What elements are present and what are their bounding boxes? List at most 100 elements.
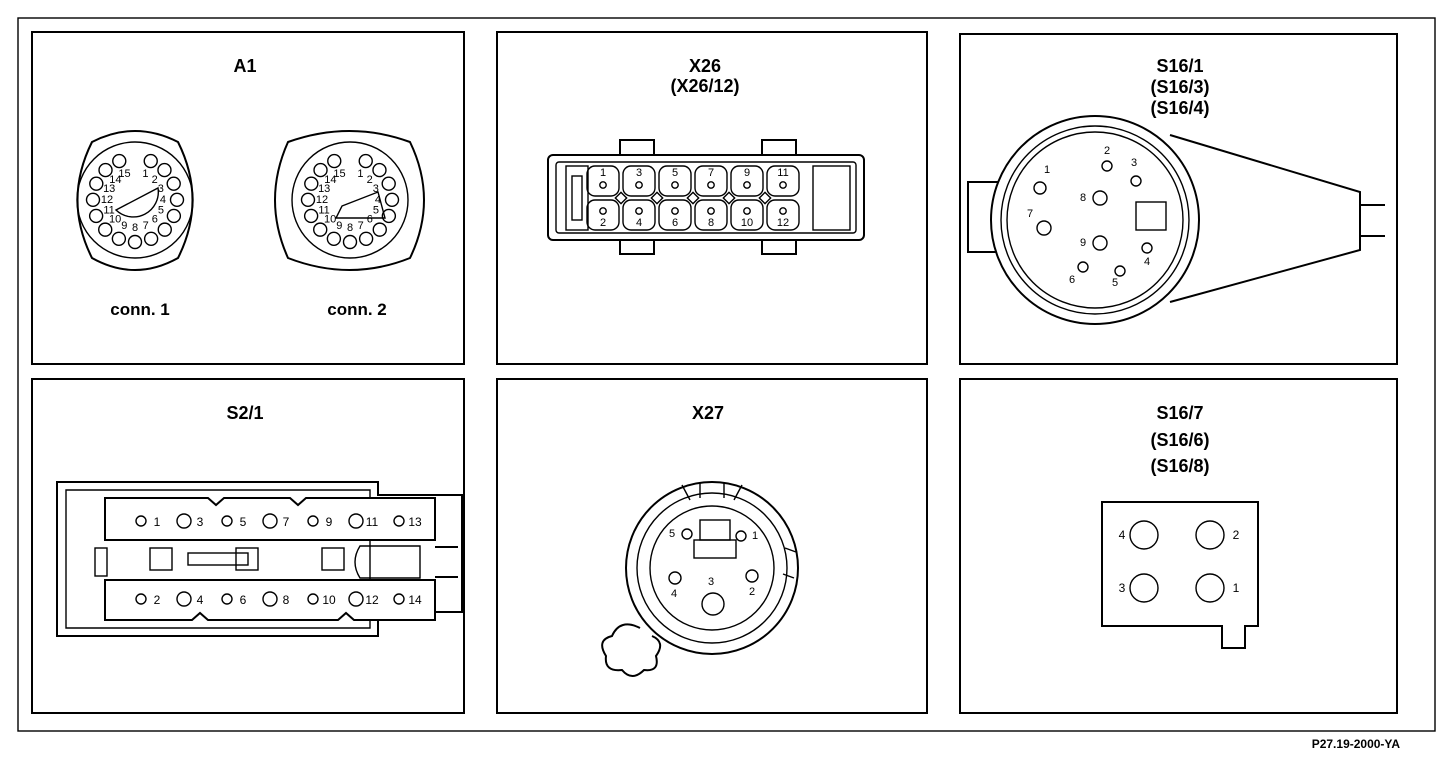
pin-socket: [300, 192, 316, 207]
pin-label: 8: [347, 222, 353, 234]
pin-label: 4: [375, 194, 381, 206]
pin-socket: [1033, 181, 1047, 195]
pin: 2: [367, 162, 387, 186]
pin: 5: [669, 528, 693, 540]
pin-label: 13: [318, 183, 330, 195]
panel-subtitle-1: (S16/6): [1150, 430, 1209, 450]
latch-marks: [681, 482, 743, 501]
pin-socket: [393, 593, 405, 605]
pin: 5: [158, 205, 182, 224]
pin: 14: [313, 162, 336, 186]
pin: 4: [375, 192, 400, 207]
pin-label: 9: [121, 220, 127, 232]
pin-label: 6: [367, 214, 373, 226]
cable-wires: [435, 546, 458, 578]
panel-frame: [31, 378, 465, 714]
pin-label: 2: [367, 174, 373, 186]
pin-socket: [348, 513, 364, 529]
connector-face: [649, 505, 775, 631]
housing-inner: [555, 161, 857, 234]
pin-socket: [307, 515, 319, 527]
pin-label: 1: [1233, 581, 1240, 595]
pin-socket: [166, 176, 181, 191]
end-clip-inner: [571, 175, 583, 221]
pin: 5: [671, 167, 679, 189]
pin: 9: [1080, 235, 1108, 251]
pin-label: 8: [708, 217, 714, 229]
latch-top-left: [619, 139, 655, 157]
pin: 15: [327, 153, 346, 180]
slider-knob: [235, 547, 259, 571]
pin-label: 3: [1119, 581, 1126, 595]
connector-housing: [547, 154, 865, 241]
pin-label: 4: [1144, 256, 1150, 268]
cavity: [694, 165, 728, 197]
pin: 8: [1080, 190, 1108, 206]
pin-socket: [358, 231, 374, 246]
pin: 9: [326, 220, 342, 246]
pin-socket: [307, 593, 319, 605]
panel-title: A1: [233, 56, 256, 76]
pin-socket: [98, 162, 113, 178]
pin-label: 12: [101, 194, 113, 206]
panel-title: S16/1: [1156, 56, 1203, 76]
pin: 11: [777, 167, 789, 189]
pin-label: 7: [283, 515, 290, 529]
pin-label: 15: [333, 168, 345, 180]
pin: 6: [367, 214, 387, 237]
pin-socket: [1077, 261, 1089, 273]
pin-label: 3: [1131, 157, 1137, 169]
pin: 11: [88, 205, 115, 224]
coding-key: [114, 186, 160, 218]
pin-label: 2: [154, 593, 161, 607]
pin-socket: [135, 593, 147, 605]
cavity: [658, 199, 692, 231]
pin-label: 1: [357, 168, 363, 180]
pin-socket: [779, 181, 787, 189]
pin-label: 14: [324, 174, 336, 186]
square-terminal: [321, 547, 345, 571]
pin-socket: [635, 181, 643, 189]
pin-label: 8: [283, 593, 290, 607]
pin-label: 5: [373, 205, 379, 217]
pin: 1: [135, 515, 161, 529]
pin-label: 15: [118, 168, 130, 180]
pin-label: 3: [373, 183, 379, 195]
pin-socket: [743, 207, 751, 215]
pin: 7: [358, 220, 374, 246]
pin: 13: [89, 176, 115, 195]
pin-socket: [707, 181, 715, 189]
cable-outlet: [354, 545, 421, 579]
pin-socket: [381, 176, 396, 191]
pin: 2: [135, 593, 161, 607]
slider-bar: [187, 552, 249, 566]
pin: 7: [143, 220, 159, 246]
pin-label: 11: [103, 205, 114, 217]
pin-label: 13: [103, 183, 115, 195]
pin: 9: [111, 220, 127, 246]
pin-label: 7: [708, 167, 714, 179]
pin-label: 1: [752, 530, 758, 542]
pin-label: 10: [109, 214, 121, 226]
pin-socket: [89, 176, 104, 191]
pin: 6: [152, 214, 172, 237]
pin: 1: [735, 530, 758, 542]
pin-label: 5: [672, 167, 678, 179]
pin: 1: [357, 153, 373, 180]
pin-socket: [668, 571, 682, 585]
pin-label: 9: [1080, 237, 1086, 249]
pin-label: 11: [366, 515, 379, 529]
pin-label: 2: [600, 217, 606, 229]
pin-socket: [176, 591, 192, 607]
pin: 5: [373, 205, 397, 224]
pin-label: 6: [152, 214, 158, 226]
conn1-label: conn. 1: [110, 300, 170, 319]
pin-socket: [671, 181, 679, 189]
pin-label: 1: [600, 167, 606, 179]
pin-label: 10: [324, 214, 336, 226]
pin: 12: [348, 591, 379, 607]
cavity: [622, 199, 656, 231]
pin-socket: [342, 234, 358, 250]
